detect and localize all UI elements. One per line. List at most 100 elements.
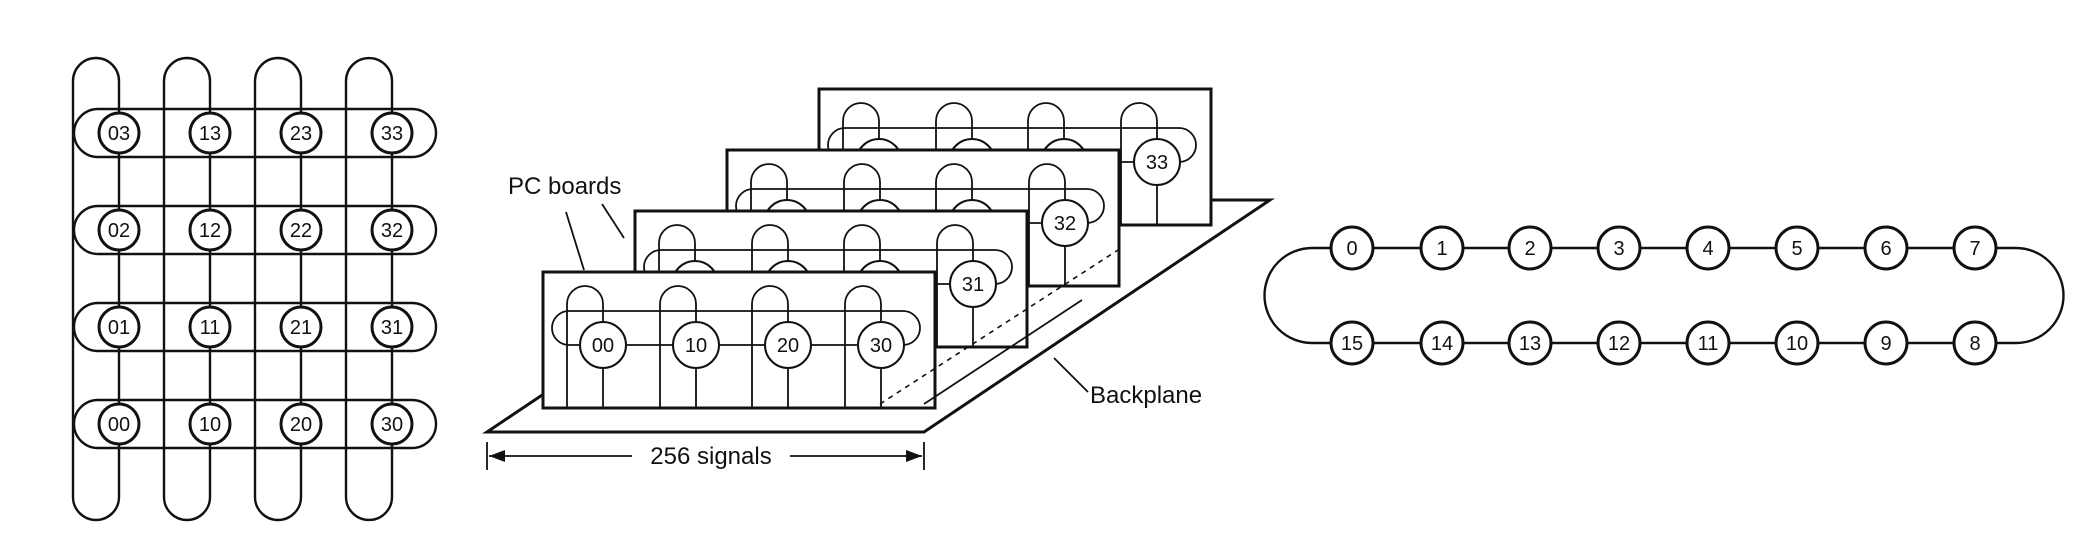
torus-node-label: 03 [108,123,130,145]
ring-node-label: 4 [1702,238,1713,260]
ring-node-label: 9 [1880,333,1891,355]
torus-node-label: 12 [199,220,221,242]
board-column-wire [843,163,881,286]
ring-node-label: 12 [1608,333,1630,355]
torus-node-label: 23 [290,123,312,145]
ring-node-label: 3 [1613,238,1624,260]
board-node-label: 33 [1146,152,1168,174]
torus-node-label: 11 [200,317,221,339]
ring-node [1952,320,1998,366]
board-node [579,321,627,369]
board-column-wire [751,224,789,347]
board-node-label: 10 [685,335,707,357]
ring-wrap-left [1263,246,1331,345]
ring-node [1774,225,1820,271]
ring-node-label: 11 [1698,333,1719,355]
ring-node-label: 6 [1880,238,1891,260]
board-column-wire [566,285,604,408]
dimension-arrow-right [906,450,922,462]
ring-node [1329,225,1375,271]
board-column-wire [750,163,788,286]
torus-node [188,305,232,349]
board-node [1041,199,1089,247]
board-node-label: 30 [870,335,892,357]
board-node-label: 20 [777,335,799,357]
board-column-wire [844,285,882,408]
torus-column-wrap [253,56,303,522]
ring-node-label: 8 [1969,333,1980,355]
torus-node [97,305,141,349]
torus-node-label: 00 [108,414,130,436]
board-node [1133,138,1181,186]
torus-column-wrap [71,56,121,522]
ring-node-label: 13 [1519,333,1541,355]
torus-node [97,111,141,155]
ring-node-label: 7 [1969,238,1980,260]
backplane-label: Backplane [1090,382,1202,409]
board-node-label: 32 [1054,213,1076,235]
ring-wrap-right [1996,246,2065,345]
ring-node [1952,225,1998,271]
dimension-arrow-left [489,450,505,462]
board-column-wire [1027,102,1065,225]
ring-node-label: 15 [1341,333,1363,355]
board-node [857,321,905,369]
pc-boards-leader [565,211,585,271]
board-column-wire [936,224,974,347]
ring-node [1863,320,1909,366]
torus-node [279,402,323,446]
backplane-trace [923,299,1083,405]
torus-node [370,402,414,446]
torus-node [279,305,323,349]
ring-node-label: 1 [1436,238,1447,260]
backplane-leader [1053,357,1089,393]
torus-column-wrap [344,56,394,522]
board-node-label: 31 [962,274,984,296]
board-node [949,260,997,308]
ring-node [1329,320,1375,366]
board-column-wire [842,102,880,225]
torus-node [97,208,141,252]
ring-node [1419,320,1465,366]
ring-node [1774,320,1820,366]
torus-node [370,305,414,349]
ring-node [1863,225,1909,271]
torus-node-label: 21 [290,317,312,339]
torus-node-label: 31 [381,317,403,339]
backplane-trace [879,249,1119,405]
ring-node [1507,320,1553,366]
board-column-wire [658,224,696,347]
torus-node-label: 32 [381,220,403,242]
ring-node-label: 5 [1791,238,1802,260]
board-column-wire [1120,102,1158,225]
torus-node-label: 10 [199,414,221,436]
torus-node-label: 02 [108,220,130,242]
ring-node-label: 10 [1786,333,1808,355]
board-node [672,321,720,369]
ring-node [1685,225,1731,271]
torus-node [97,402,141,446]
ring-node-label: 2 [1524,238,1535,260]
torus-node [188,111,232,155]
torus-node [370,208,414,252]
torus-column-wrap [162,56,212,522]
pc-boards-label: PC boards [508,173,621,200]
torus-node [188,208,232,252]
board-packaging: 03132333021222320111213100102030 PC boar… [482,87,1275,470]
ring-node-label: 0 [1346,238,1357,260]
ring-node-label: 14 [1431,333,1453,355]
board-column-wire [843,224,881,347]
ring-node [1596,320,1642,366]
ring-node [1685,320,1731,366]
ring-node [1507,225,1553,271]
torus-node-label: 01 [108,317,130,339]
board-column-wire [935,102,973,225]
torus-node-label: 30 [381,414,403,436]
board-row-wrap [551,310,921,346]
board-column-wire [751,285,789,408]
board-node [764,321,812,369]
